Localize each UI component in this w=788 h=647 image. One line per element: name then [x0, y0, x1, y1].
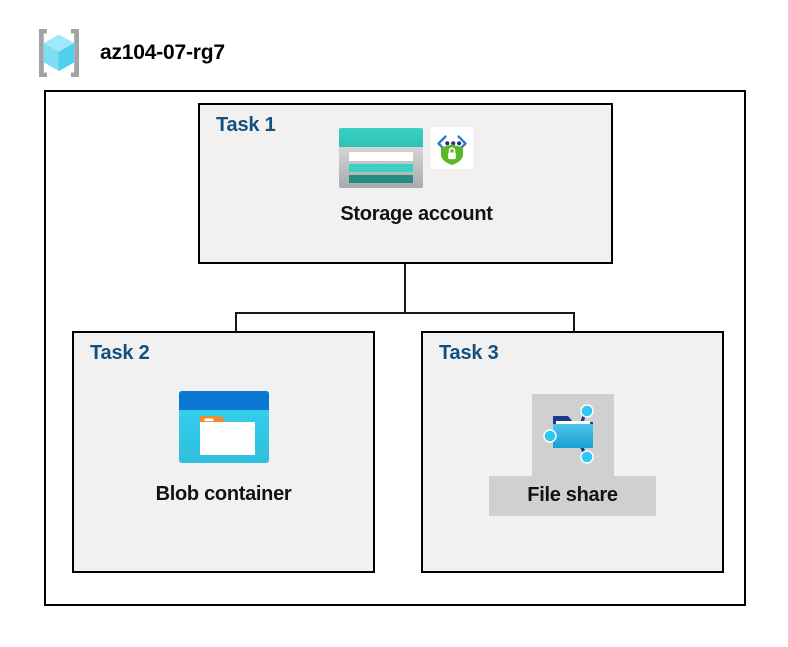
file-share-icon-highlight: [531, 394, 614, 476]
file-share-caption: File share: [527, 484, 618, 506]
connector-bar: [235, 312, 575, 314]
resource-group-header: az104-07-rg7: [30, 24, 225, 82]
node-file-share[interactable]: File share: [423, 394, 722, 516]
resource-group-name: az104-07-rg7: [100, 41, 225, 64]
task-1-label: Task 1: [216, 114, 276, 136]
task-box-3[interactable]: Task 3: [421, 331, 724, 573]
task-3-label: Task 3: [439, 342, 499, 364]
storage-icon-row: [338, 127, 473, 194]
file-share-icon: [538, 400, 608, 470]
resource-group-icon: [30, 24, 88, 82]
task-box-2[interactable]: Task 2: [72, 331, 375, 573]
node-storage-account[interactable]: Storage account: [200, 127, 611, 226]
node-blob-container[interactable]: Blob container: [74, 390, 373, 506]
blob-container-caption: Blob container: [155, 483, 292, 505]
storage-account-icon: [338, 127, 424, 194]
blob-container-icon: [178, 390, 270, 469]
connector-stem: [404, 264, 406, 313]
storage-account-caption: Storage account: [340, 203, 493, 225]
secure-endpoint-badge-icon: [431, 127, 473, 174]
task-2-label: Task 2: [90, 342, 150, 364]
task-box-1[interactable]: Task 1: [198, 103, 613, 264]
file-share-caption-highlight: File share: [489, 476, 656, 516]
